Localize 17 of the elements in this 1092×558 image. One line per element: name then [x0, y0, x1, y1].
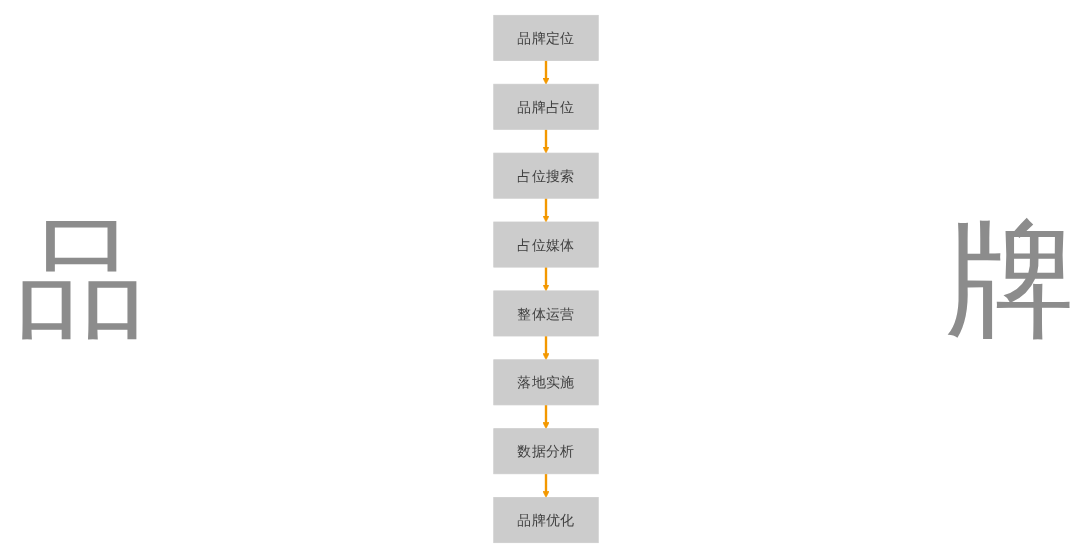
node-box: 数据分析 [493, 428, 599, 475]
large-character: 牌 [946, 203, 1076, 355]
large-character: 品 [16, 203, 146, 355]
arrow [542, 60, 550, 85]
node-box: 落地实施 [493, 359, 599, 406]
node-box: 整体运营 [493, 290, 599, 337]
node-box: 占位搜索 [493, 152, 599, 199]
arrow [542, 129, 550, 154]
arrow [542, 198, 550, 223]
node-box: 占位媒体 [493, 221, 599, 268]
node-box: 品牌优化 [493, 497, 599, 544]
arrow [542, 336, 550, 361]
node-box: 品牌定位 [493, 14, 599, 61]
node-box: 品牌占位 [493, 83, 599, 130]
arrow [542, 267, 550, 292]
arrow [542, 473, 550, 498]
arrow [542, 404, 550, 429]
